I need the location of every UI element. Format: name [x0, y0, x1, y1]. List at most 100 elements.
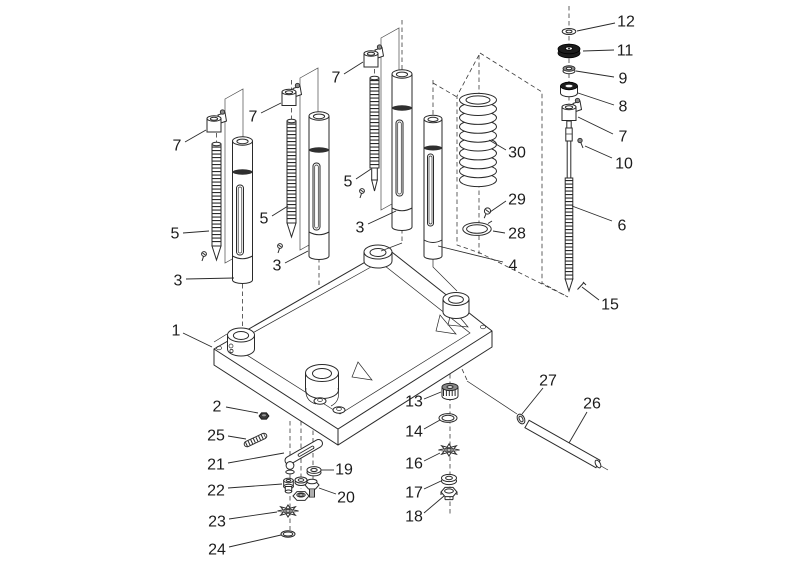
- part-label-30: 30: [508, 145, 526, 162]
- leader-line-28: [492, 230, 506, 234]
- part-label-13: 13: [405, 394, 423, 411]
- part-label-19: 19: [335, 462, 353, 479]
- leader-line-15: [581, 286, 600, 301]
- leader-line-1: [182, 332, 213, 348]
- leader-line-6: [571, 205, 613, 222]
- part-label-2: 2: [213, 399, 222, 416]
- leader-line-5: [271, 205, 289, 217]
- leader-line-5: [182, 230, 210, 234]
- leader-line-26: [568, 411, 588, 444]
- corner-boss-west: [227, 327, 255, 357]
- set-screw-10: [577, 137, 584, 149]
- washer-mid: [294, 476, 308, 486]
- part-label-29: 29: [508, 192, 526, 209]
- leader-line-13: [423, 391, 442, 400]
- leader-line-18: [423, 495, 445, 514]
- snap-ring-28: [462, 220, 493, 236]
- base-plate-inner-rim: [230, 261, 471, 415]
- leader-line-27: [521, 387, 544, 415]
- part-label-4: 4: [509, 258, 518, 275]
- column-3-left: [232, 136, 253, 284]
- part-label-11: 11: [617, 43, 634, 60]
- leader-line-29: [489, 200, 507, 213]
- hex-nut-mid: [292, 491, 310, 501]
- leader-line-17: [423, 480, 442, 490]
- hand-wheel-disc-11: [557, 43, 581, 59]
- column-3-right: [391, 69, 413, 231]
- part-label-3: 3: [273, 258, 282, 275]
- labels-layer: 1211987106153029284753753753122521222324…: [171, 14, 635, 559]
- part-label-5: 5: [344, 174, 353, 191]
- part-label-18: 18: [405, 509, 423, 526]
- part-label-17: 17: [405, 485, 423, 502]
- hex-nut-18: [440, 486, 458, 501]
- corner-boss-north: [363, 244, 393, 269]
- part-label-5: 5: [171, 226, 180, 243]
- ball-pin: [285, 461, 295, 475]
- leader-line-9: [575, 70, 615, 78]
- part-label-28: 28: [508, 226, 526, 243]
- leader-line-22: [227, 483, 283, 489]
- lead-screw-5-middle: [277, 118, 297, 254]
- clamp-7-left: [206, 109, 228, 133]
- leader-line-16: [423, 452, 441, 462]
- star-wheel-23: [277, 504, 299, 518]
- leader-line-11: [582, 49, 615, 52]
- shaft-26: [524, 419, 609, 471]
- part-label-9: 9: [619, 71, 628, 88]
- part-label-23: 23: [208, 514, 226, 531]
- clamp-7-middle: [281, 82, 303, 106]
- leader-line-7: [184, 129, 207, 143]
- pin-15: [577, 281, 587, 290]
- lead-screw-5-left: [201, 141, 222, 262]
- screw-29: [483, 207, 492, 219]
- o-ring-27: [516, 413, 526, 425]
- bushing-22: [283, 477, 294, 494]
- leader-line-8: [577, 92, 615, 106]
- leader-line-7: [343, 61, 364, 75]
- part-label-3: 3: [356, 220, 365, 237]
- leader-line-2: [225, 406, 259, 414]
- washer-19: [306, 466, 322, 477]
- part-label-21: 21: [207, 457, 225, 474]
- set-screw: [201, 251, 207, 262]
- leader-line-4: [437, 245, 504, 263]
- o-ring-14: [438, 413, 458, 423]
- part-label-10: 10: [615, 156, 633, 173]
- corner-boss-south: [305, 364, 346, 414]
- clamp-7-top: [561, 97, 583, 121]
- knurled-nut-9: [562, 65, 576, 75]
- part-label-7: 7: [249, 109, 258, 126]
- part-label-7: 7: [619, 129, 628, 146]
- washer-12: [561, 28, 577, 35]
- part-label-26: 26: [583, 396, 601, 413]
- leader-line-21: [227, 452, 285, 464]
- ring-24: [280, 530, 296, 538]
- leader-line-24: [228, 534, 282, 548]
- bushing-8: [560, 81, 578, 98]
- part-label-12: 12: [617, 14, 635, 31]
- part-label-16: 16: [405, 456, 423, 473]
- spring-plane: [456, 52, 569, 298]
- washer-17: [441, 473, 457, 486]
- set-screw: [277, 243, 283, 254]
- part-label-14: 14: [405, 424, 423, 441]
- clamp-7-right: [363, 44, 385, 68]
- leader-line-14: [423, 419, 441, 430]
- lead-screw-6: [564, 120, 574, 293]
- base-plate: [213, 244, 493, 446]
- leader-line-3: [367, 210, 397, 225]
- leader-line-3: [185, 277, 235, 280]
- leader-line-3: [284, 250, 309, 264]
- part-label-3: 3: [174, 273, 183, 290]
- knurled-pin-25: [243, 432, 268, 448]
- leader-line-10: [584, 145, 613, 159]
- part-label-20: 20: [337, 490, 355, 507]
- knurled-nut-13: [441, 382, 459, 401]
- leader-line-23: [228, 511, 278, 520]
- lead-screw-5-right: [359, 75, 380, 199]
- assembly-connector-lines: [380, 242, 458, 292]
- part-label-22: 22: [207, 483, 225, 500]
